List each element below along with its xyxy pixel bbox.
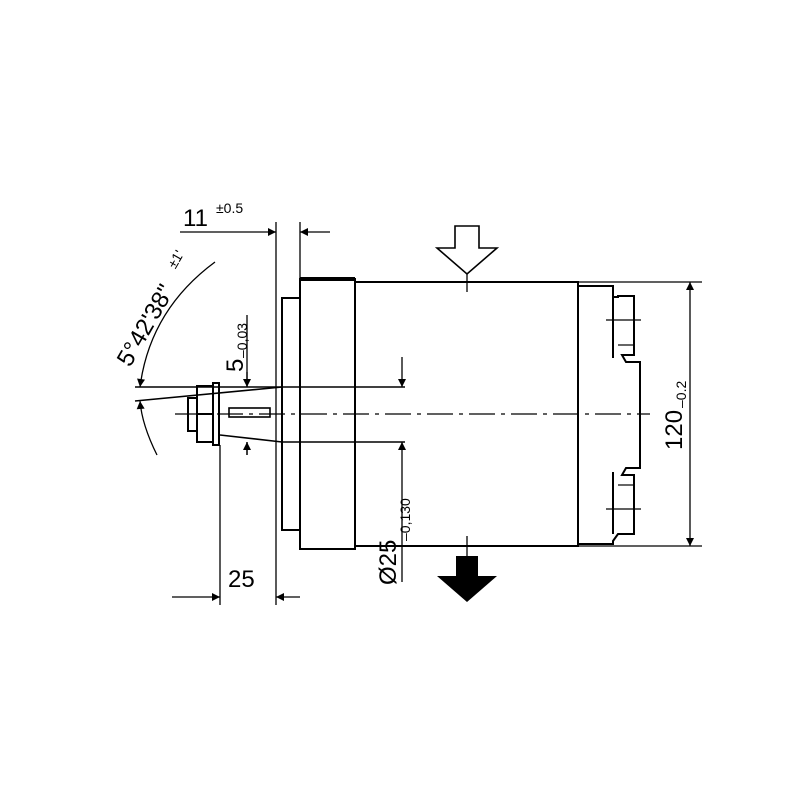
inlet-arrow-icon xyxy=(434,225,500,276)
dim-taper-angle: 5°42'38" ±1' xyxy=(112,247,187,371)
dim-value: 5 xyxy=(222,359,249,372)
end-cover xyxy=(578,285,641,545)
dim-value: 11 xyxy=(183,205,208,232)
dim-height: 120 –0.2 xyxy=(661,381,689,450)
dim-value: 25 xyxy=(228,566,255,593)
outlet-arrow-icon xyxy=(437,556,497,602)
dim-value: Ø25 xyxy=(375,540,402,585)
dim-flange-offset: 11 ±0.5 xyxy=(183,200,243,232)
dim-tolerance: –0,130 xyxy=(397,498,413,541)
dim-shaft-diameter: Ø25 –0,130 xyxy=(375,498,413,585)
shaft xyxy=(134,386,405,443)
dim-key-width: 5 –0,03 xyxy=(222,323,250,372)
dim-value: 120 xyxy=(661,410,688,450)
dim-shaft-length: 25 xyxy=(228,566,255,593)
dim-tolerance: –0.2 xyxy=(673,381,689,408)
dim-tolerance: ±1' xyxy=(164,247,187,271)
dim-tolerance: –0,03 xyxy=(234,323,250,358)
dim-tolerance: ±0.5 xyxy=(216,200,243,216)
